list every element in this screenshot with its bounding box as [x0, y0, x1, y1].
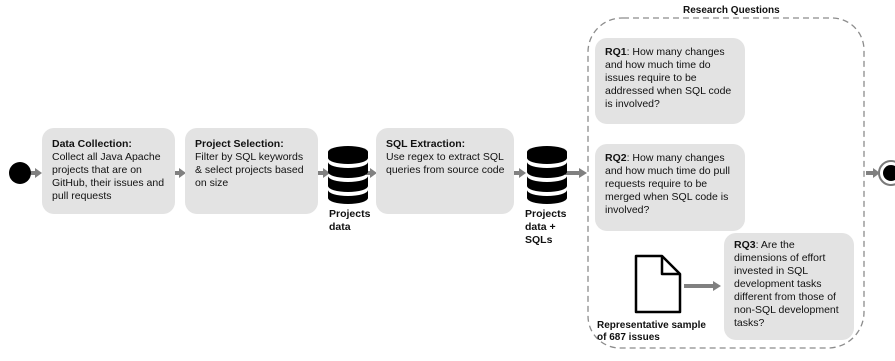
data-collection-title: Data Collection:: [52, 138, 132, 150]
project-selection-text: Filter by SQL keywords & select projects…: [195, 151, 304, 189]
document-icon: [634, 254, 682, 314]
arrow-start-to-collection: [31, 168, 42, 178]
arrow-research-to-end: [866, 168, 880, 178]
arrow-sample-to-rq3: [684, 281, 721, 291]
rq1-label: RQ1: [605, 46, 627, 58]
projects-sqls-label: Projects data + SQLs: [525, 208, 567, 246]
rq3-text: : Are the dimensions of effort invested …: [734, 239, 839, 329]
research-questions-frame: [587, 17, 865, 349]
rq1-box: RQ1: How many changes and how much time …: [595, 38, 745, 124]
project-selection-box: Project Selection: Filter by SQL keyword…: [185, 128, 318, 214]
rq2-label: RQ2: [605, 152, 627, 164]
arrow-collection-to-selection: [175, 168, 186, 178]
rq1-text: : How many changes and how much time do …: [605, 46, 732, 110]
sql-extraction-title: SQL Extraction:: [386, 138, 466, 150]
arrow-selection-to-db1: [318, 168, 330, 178]
project-selection-title: Project Selection:: [195, 138, 284, 150]
data-collection-text: Collect all Java Apache projects that ar…: [52, 151, 165, 202]
flow-arrows: [31, 168, 880, 291]
research-questions-title: Research Questions: [683, 5, 780, 16]
sql-extraction-box: SQL Extraction: Use regex to extract SQL…: [376, 128, 514, 214]
arrow-db2-to-research: [565, 168, 587, 178]
arrow-db1-to-extraction: [366, 168, 377, 178]
rq2-text: : How many changes and how much time do …: [605, 152, 730, 216]
rq3-label: RQ3: [734, 239, 756, 251]
rq2-box: RQ2: How many changes and how much time …: [595, 144, 745, 231]
data-collection-box: Data Collection: Collect all Java Apache…: [42, 128, 175, 214]
database-icon: [527, 146, 567, 204]
arrow-extraction-to-db2: [514, 168, 526, 178]
projects-data-label: Projects data: [329, 208, 371, 233]
end-node: [878, 160, 895, 186]
sql-extraction-text: Use regex to extract SQL queries from so…: [386, 151, 505, 176]
sample-caption: Representative sample of 687 issues: [597, 320, 706, 343]
database-icon: [328, 146, 368, 204]
start-node: [9, 162, 31, 184]
rq3-box: RQ3: Are the dimensions of effort invest…: [724, 233, 854, 340]
